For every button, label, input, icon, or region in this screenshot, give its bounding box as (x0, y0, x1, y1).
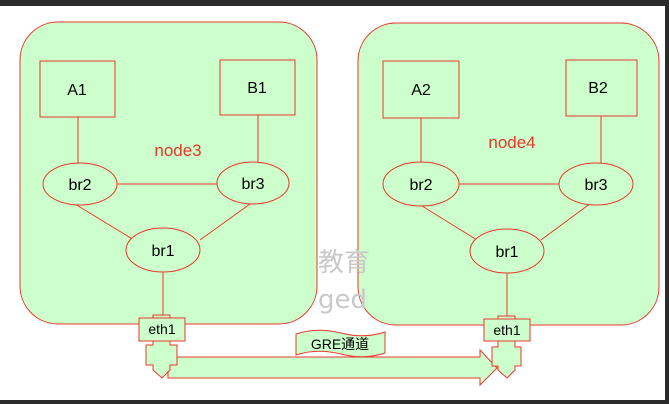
link-br2-br1-right (413, 200, 478, 241)
gre-label: GRE通道 (311, 336, 369, 352)
bridge-br1-left (125, 227, 201, 273)
gre-label-banner (295, 329, 386, 358)
node3-group: A1 B1 node3 br2 br3 br1 (19, 21, 318, 325)
right-frame-edge (665, 0, 669, 404)
node3-label: node3 (154, 141, 201, 160)
node4-label: node4 (488, 133, 535, 152)
host-b1-box (219, 59, 296, 116)
bridge-br3-right (558, 162, 634, 206)
host-b1-label: B1 (247, 80, 267, 97)
host-a1-box (39, 60, 116, 118)
host-b2-label: B2 (588, 80, 608, 97)
bridge-br1-right-label: br1 (495, 244, 518, 261)
host-b2-box (565, 59, 638, 117)
eth1-left-label: eth1 (148, 321, 175, 337)
top-frame-edge (0, 0, 669, 6)
eth1-right-label: eth1 (493, 322, 520, 338)
bridge-br3-left (216, 161, 290, 205)
link-br2-br1 (69, 200, 135, 241)
eth1-right-box (483, 318, 531, 342)
bridge-br3-left-label: br3 (241, 176, 264, 193)
link-br3-br1 (199, 203, 251, 241)
bridge-br1-left-label: br1 (151, 243, 174, 260)
bridge-br1-right (469, 228, 545, 274)
bridge-br2-left (42, 162, 118, 206)
host-a2-box (382, 60, 460, 119)
host-a1-label: A1 (67, 82, 87, 99)
watermark-line1: 教育 (318, 248, 370, 278)
bridge-br2-right-label: br2 (409, 177, 432, 194)
gre-tunnel: eth1 eth1 GRE通道 (138, 314, 531, 387)
bottom-frame-edge (0, 400, 669, 404)
bridge-br2-right (382, 161, 460, 207)
host-a2-label: A2 (411, 82, 431, 99)
bridge-br2-left-label: br2 (68, 177, 91, 194)
node4-group: A2 B2 node4 br2 br3 br1 (357, 22, 660, 326)
eth1-left-box (138, 317, 186, 342)
bridge-br3-right-label: br3 (584, 177, 607, 194)
tunnel-arrow (167, 348, 498, 387)
link-br3-br1-right (540, 202, 592, 241)
watermark-line2: ged (318, 285, 367, 315)
